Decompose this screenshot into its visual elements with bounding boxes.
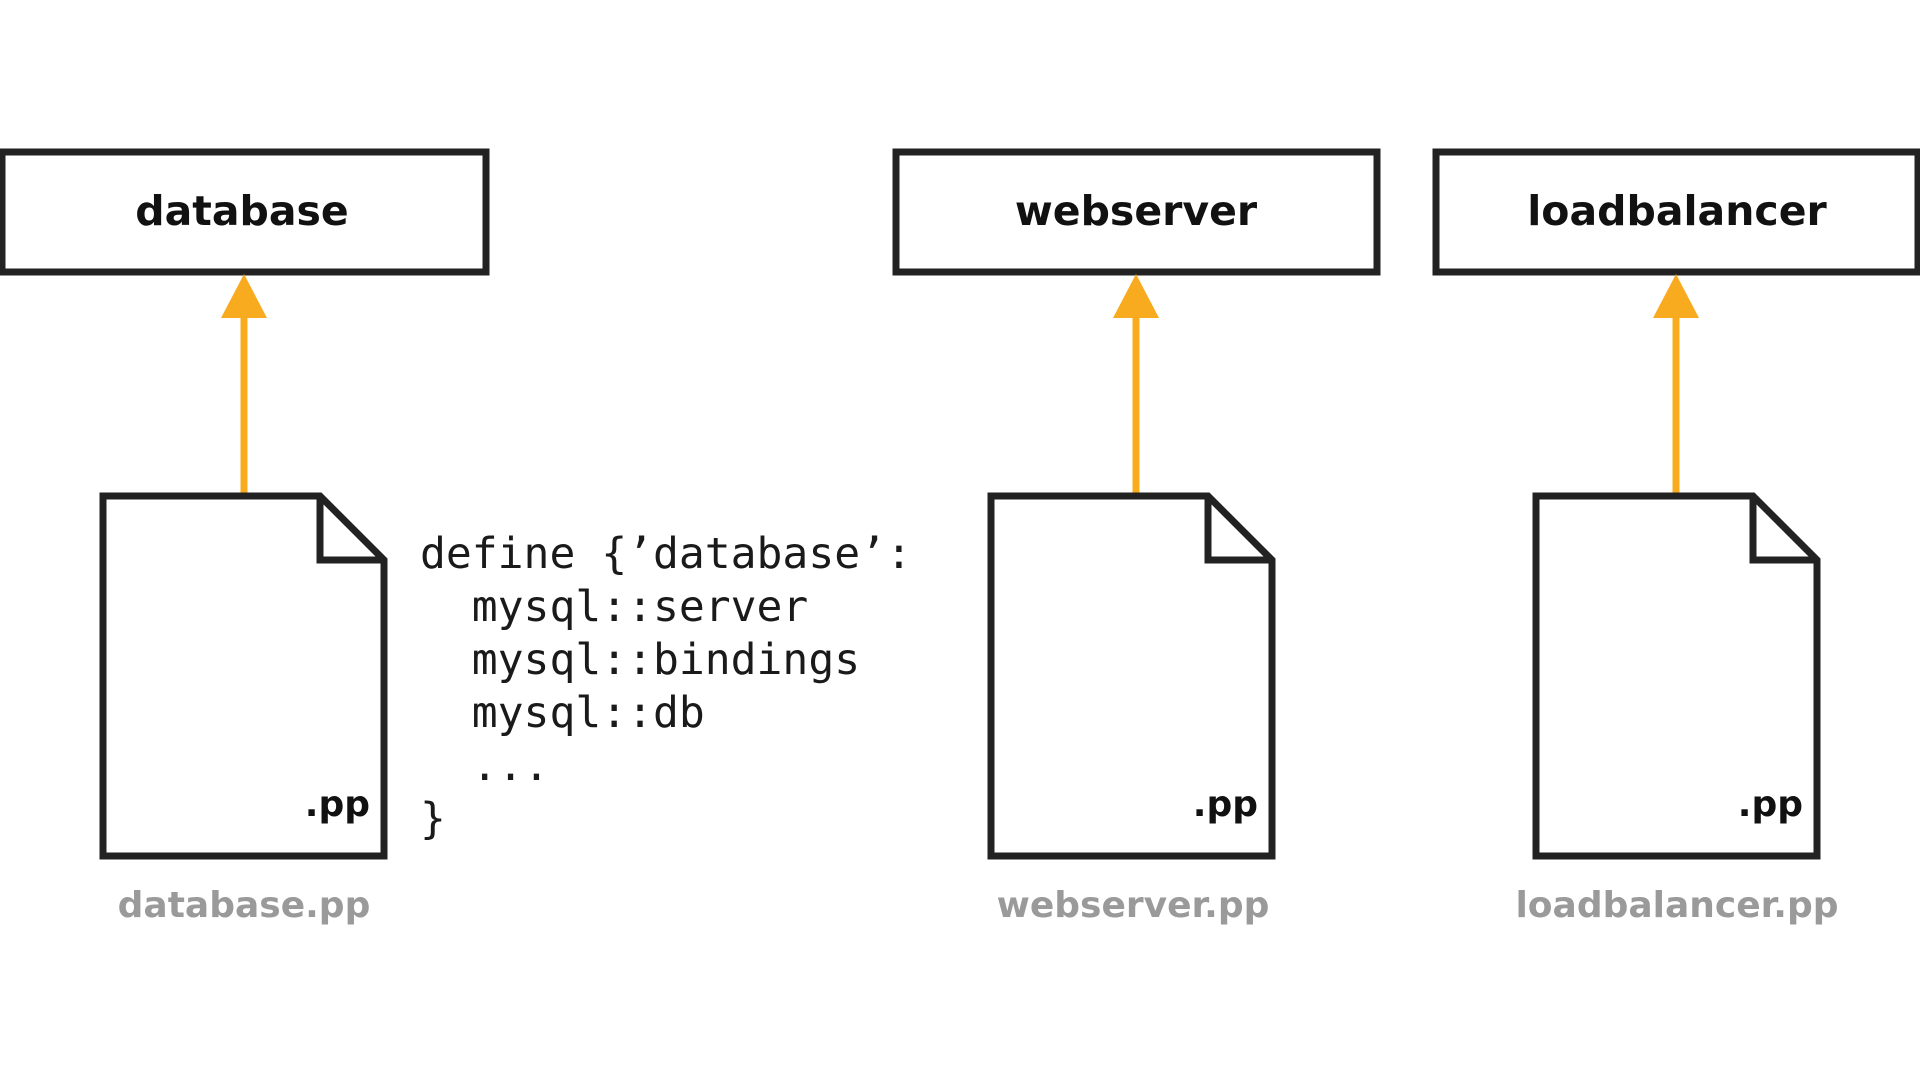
loadbalancer-arrow-head	[1653, 274, 1699, 318]
loadbalancer-box-label: loadbalancer	[1527, 187, 1827, 235]
loadbalancer-file-ext: .pp	[1738, 784, 1803, 825]
code-snippet: define {’database’: mysql::server mysql:…	[420, 529, 912, 844]
loadbalancer-column: loadbalancer .pp loadbalancer.pp	[1432, 148, 1920, 926]
code-line-6: }	[420, 794, 446, 844]
database-file-name: database.pp	[118, 885, 371, 926]
database-file-ext: .pp	[305, 784, 370, 825]
webserver-file-ext: .pp	[1193, 784, 1258, 825]
code-line-4: mysql::db	[420, 688, 705, 738]
database-column: database .pp database.pp	[0, 148, 490, 926]
database-file-fold	[316, 496, 384, 564]
webserver-column: webserver .pp webserver.pp	[892, 148, 1381, 926]
webserver-file-name: webserver.pp	[997, 885, 1270, 926]
webserver-box	[892, 148, 1381, 276]
database-box	[0, 148, 490, 276]
loadbalancer-file-name: loadbalancer.pp	[1515, 885, 1838, 926]
loadbalancer-file-icon	[1532, 492, 1821, 860]
webserver-arrow-head	[1113, 274, 1159, 318]
code-line-5: ...	[420, 741, 549, 791]
loadbalancer-file-fold	[1749, 496, 1817, 564]
webserver-file-fold	[1204, 496, 1272, 564]
database-file-icon	[99, 492, 388, 860]
database-arrow-head	[221, 274, 267, 318]
webserver-file-icon	[987, 492, 1276, 860]
database-box-label: database	[135, 187, 349, 235]
loadbalancer-box	[1432, 148, 1920, 276]
code-line-1: define {’database’:	[420, 529, 912, 579]
code-line-3: mysql::bindings	[420, 635, 860, 685]
webserver-box-label: webserver	[1015, 187, 1258, 235]
code-line-2: mysql::server	[420, 582, 808, 632]
